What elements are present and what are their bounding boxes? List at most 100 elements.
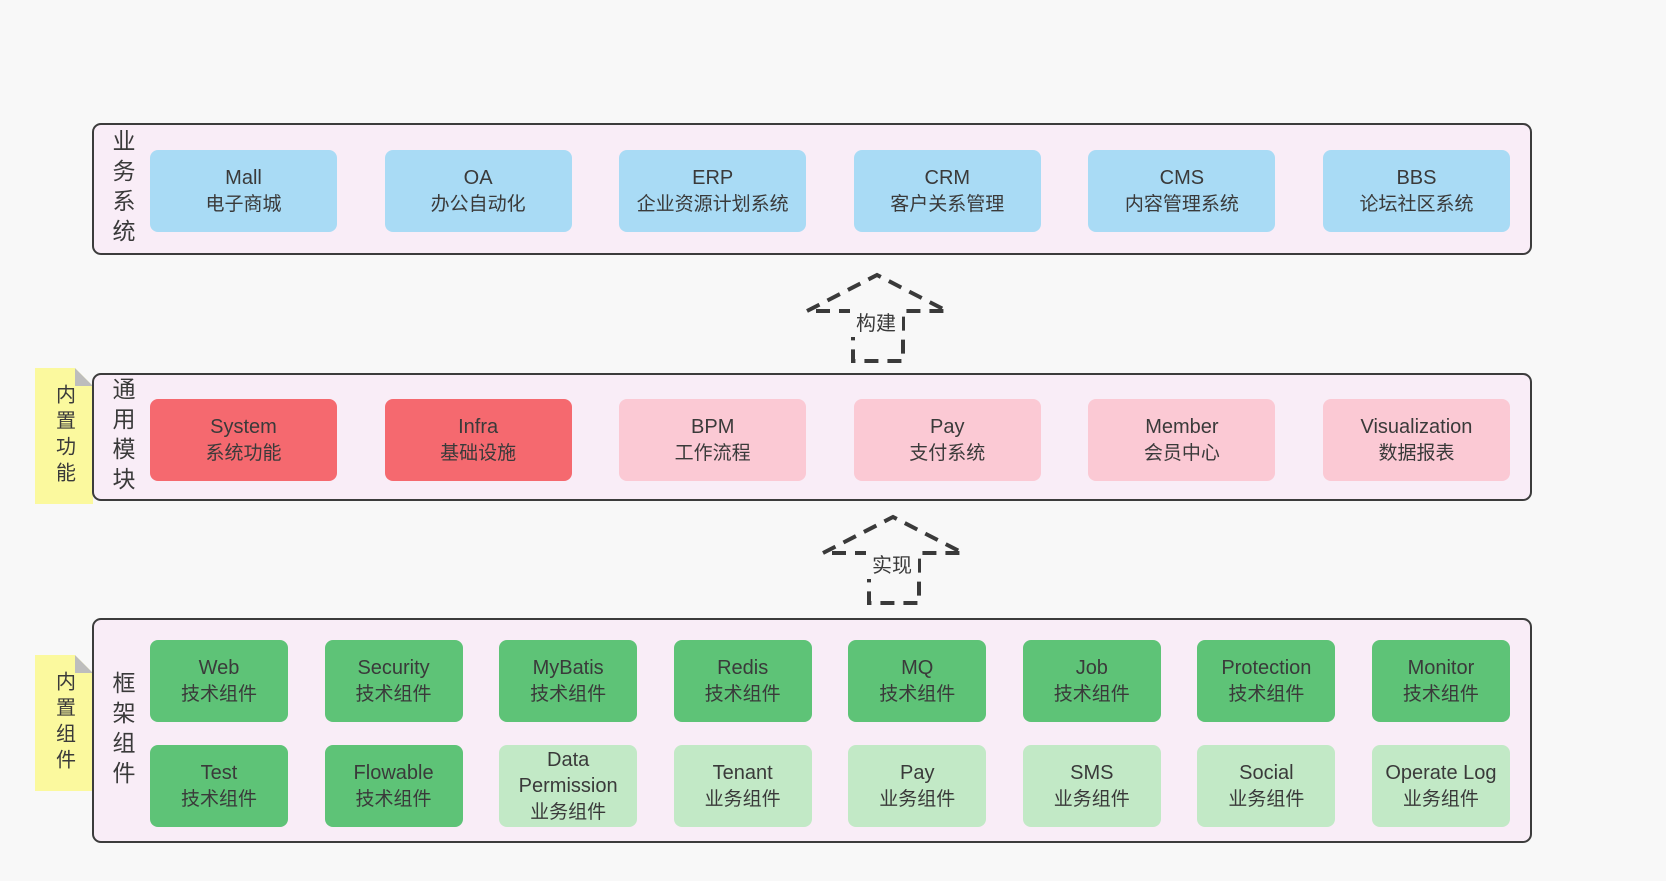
module-box-member: Member 会员中心 xyxy=(1088,399,1276,481)
module-name-zh: 技术组件 xyxy=(1053,683,1130,705)
module-name-zh: 技术组件 xyxy=(1402,683,1479,705)
module-name-en: CMS xyxy=(1159,167,1205,190)
module-name-zh: 技术组件 xyxy=(879,683,956,705)
module-name-zh: 业务组件 xyxy=(1402,788,1479,810)
module-name-zh: 技术组件 xyxy=(530,683,607,705)
dashed-up-arrow-implement xyxy=(822,514,964,605)
module-name-zh: 支付系统 xyxy=(909,442,986,464)
module-box-crm: CRM 客户关系管理 xyxy=(853,150,1041,232)
sticky-note-builtin-features: 内置功能 xyxy=(35,368,93,504)
panel-side-label: 框架组件 xyxy=(109,670,135,791)
module-name-en: BBS xyxy=(1396,167,1437,190)
common-modules-boxes: System 系统功能 Infra 基础设施 BPM 工作流程 Pay 支付系统 Member 会… xyxy=(150,399,1510,481)
module-name-en: Redis xyxy=(717,657,769,680)
module-name-en: Web xyxy=(198,657,240,680)
module-name-en: Protection xyxy=(1221,657,1312,680)
module-name-zh: 技术组件 xyxy=(355,788,432,810)
sticky-label: 内置组件 xyxy=(52,671,75,775)
module-name-zh: 业务组件 xyxy=(1053,788,1130,810)
module-name-en: MyBatis xyxy=(532,657,604,680)
module-name-zh: 技术组件 xyxy=(1228,683,1305,705)
module-name-zh: 技术组件 xyxy=(180,788,257,810)
module-name-en: Member xyxy=(1145,416,1219,439)
module-name-en: OA xyxy=(463,167,493,190)
module-name-en: ERP xyxy=(692,167,734,190)
module-name-en: Data Permission xyxy=(518,749,618,798)
sticky-label: 内置功能 xyxy=(52,384,75,488)
module-box-security: Security 技术组件 xyxy=(324,640,463,722)
sticky-note-builtin-components: 内置组件 xyxy=(35,655,93,791)
module-name-zh: 业务组件 xyxy=(879,788,956,810)
module-name-zh: 客户关系管理 xyxy=(890,193,1005,215)
module-name-en: Pay xyxy=(900,762,935,785)
module-name-zh: 技术组件 xyxy=(704,683,781,705)
module-name-zh: 会员中心 xyxy=(1143,442,1220,464)
module-name-zh: 系统功能 xyxy=(205,442,282,464)
folded-corner-icon xyxy=(75,368,93,386)
folded-corner-icon xyxy=(75,655,93,673)
module-box-cms: CMS 内容管理系统 xyxy=(1088,150,1276,232)
module-box-visualization: Visualization 数据报表 xyxy=(1322,399,1510,481)
module-name-en: Security xyxy=(357,657,430,680)
module-name-en: Job xyxy=(1075,657,1108,680)
module-box-monitor: Monitor 技术组件 xyxy=(1371,640,1510,722)
module-name-zh: 业务组件 xyxy=(530,801,607,823)
arrow-label-implement: 实现 xyxy=(866,548,918,579)
module-name-zh: 技术组件 xyxy=(355,683,432,705)
module-name-zh: 电子商城 xyxy=(205,193,282,215)
module-box-data-permission: Data Permission 业务组件 xyxy=(499,745,638,827)
module-box-flowable: Flowable 技术组件 xyxy=(324,745,463,827)
module-box-oa: OA 办公自动化 xyxy=(384,150,572,232)
module-name-en: Mall xyxy=(225,167,262,190)
panel-side-label: 业务系统 xyxy=(109,129,135,249)
module-name-en: Infra xyxy=(458,416,499,439)
panel-business-systems: 业务系统 Mall 电子商城 OA 办公自动化 ERP 企业资源计划系统 CRM 客户关系管理… xyxy=(92,123,1532,255)
module-name-en: MQ xyxy=(901,657,934,680)
module-name-en: BPM xyxy=(691,416,735,439)
module-name-en: System xyxy=(210,416,277,439)
module-box-operate-log: Operate Log 业务组件 xyxy=(1371,745,1510,827)
module-name-en: Flowable xyxy=(353,762,434,785)
module-name-zh: 基础设施 xyxy=(440,442,517,464)
module-box-mybatis: MyBatis 技术组件 xyxy=(499,640,638,722)
arrow-label-build: 构建 xyxy=(850,306,902,337)
module-name-en: Visualization xyxy=(1360,416,1473,439)
module-box-mq: MQ 技术组件 xyxy=(848,640,987,722)
module-box-social: Social 业务组件 xyxy=(1197,745,1336,827)
module-box-redis: Redis 技术组件 xyxy=(673,640,812,722)
module-box-tenant: Tenant 业务组件 xyxy=(673,745,812,827)
module-box-job: Job 技术组件 xyxy=(1022,640,1161,722)
module-name-en: Operate Log xyxy=(1385,762,1497,785)
module-box-test: Test 技术组件 xyxy=(150,745,288,827)
module-name-zh: 工作流程 xyxy=(674,442,751,464)
module-box-pay: Pay 业务组件 xyxy=(848,745,987,827)
panel-side-label: 通用模块 xyxy=(109,377,135,497)
module-box-system: System 系统功能 xyxy=(150,399,337,481)
module-name-en: Test xyxy=(200,762,238,785)
module-box-infra: Infra 基础设施 xyxy=(384,399,572,481)
module-name-en: Monitor xyxy=(1407,657,1475,680)
module-name-zh: 企业资源计划系统 xyxy=(636,193,789,215)
module-box-pay: Pay 支付系统 xyxy=(853,399,1041,481)
module-name-zh: 技术组件 xyxy=(180,683,257,705)
module-name-zh: 数据报表 xyxy=(1378,442,1455,464)
module-box-mall: Mall 电子商城 xyxy=(150,150,337,232)
module-name-en: Pay xyxy=(930,416,965,439)
business-systems-boxes: Mall 电子商城 OA 办公自动化 ERP 企业资源计划系统 CRM 客户关系管理 CMS 内容… xyxy=(150,150,1510,232)
module-name-en: CRM xyxy=(924,167,971,190)
module-name-zh: 业务组件 xyxy=(704,788,781,810)
panel-common-modules: 通用模块 System 系统功能 Infra 基础设施 BPM 工作流程 Pay 支付系统 Me… xyxy=(92,373,1532,501)
module-name-zh: 业务组件 xyxy=(1228,788,1305,810)
module-name-zh: 内容管理系统 xyxy=(1124,193,1239,215)
module-box-erp: ERP 企业资源计划系统 xyxy=(619,150,807,232)
module-box-web: Web 技术组件 xyxy=(150,640,288,722)
dashed-up-arrow-build xyxy=(806,272,948,363)
module-name-zh: 办公自动化 xyxy=(430,193,526,215)
module-box-bpm: BPM 工作流程 xyxy=(619,399,807,481)
module-name-en: Social xyxy=(1239,762,1294,785)
module-name-en: Tenant xyxy=(712,762,773,785)
